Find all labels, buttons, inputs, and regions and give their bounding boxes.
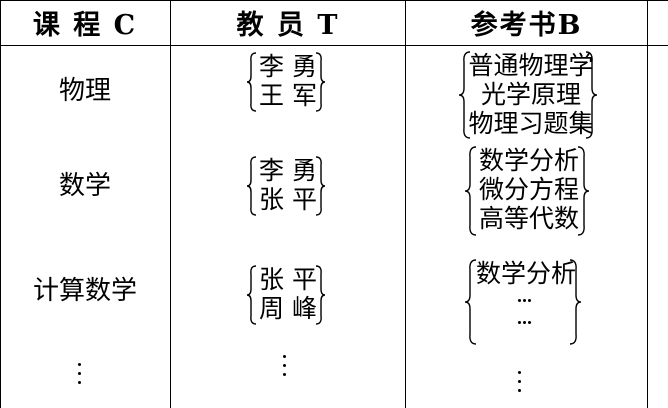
book-title: 普通物理学 <box>468 51 594 80</box>
teacher-name: 张 平 <box>259 265 317 294</box>
header-divider <box>0 45 668 46</box>
column-divider-2 <box>405 0 406 408</box>
brace-pair <box>464 146 590 236</box>
teacher-name: 李 勇 <box>259 156 317 185</box>
ellipsis-icon <box>514 312 534 332</box>
teacher-name: 王 军 <box>259 81 317 110</box>
book-title: 微分方程 <box>478 175 579 204</box>
table-border-right <box>647 0 648 408</box>
brace-pair <box>464 259 582 345</box>
table-border-top <box>0 0 668 1</box>
teacher-name: 张 平 <box>259 185 317 214</box>
ellipsis-icon <box>514 290 534 310</box>
vertical-ellipsis-icon <box>283 352 286 379</box>
brace-pair <box>246 265 326 325</box>
teacher-group: 张 平 周 峰 <box>246 264 328 326</box>
book-title: 高等代数 <box>478 204 579 233</box>
vertical-ellipsis-icon <box>78 360 81 387</box>
brace-pair <box>246 52 326 112</box>
teacher-group: 李 勇 张 平 <box>246 155 328 217</box>
vertical-ellipsis-icon <box>518 368 521 395</box>
teacher-name: 李 勇 <box>259 52 317 81</box>
brace-pair <box>458 51 598 139</box>
course-cell: 计算数学 <box>32 275 137 306</box>
course-cell: 物理 <box>58 75 111 106</box>
book-group: 数学分析 <box>464 258 586 346</box>
brace-pair <box>246 156 326 216</box>
header-teacher: 教 员 T <box>236 10 340 41</box>
book-group: 数学分析 微分方程 高等代数 <box>464 145 594 237</box>
book-title: 数学分析 <box>478 146 579 175</box>
table-border-left <box>0 0 1 408</box>
book-title: 物理习题集 <box>468 109 594 138</box>
header-book: 参考书B <box>470 10 583 41</box>
book-group: 普通物理学 光学原理 物理习题集 <box>458 50 600 140</box>
header-course: 课 程 C <box>32 10 138 41</box>
column-divider-1 <box>170 0 171 408</box>
book-title: 光学原理 <box>480 80 581 109</box>
teacher-group: 李 勇 王 军 <box>246 51 328 113</box>
book-title: 数学分析 <box>476 259 577 288</box>
course-cell: 数学 <box>58 170 111 201</box>
teacher-name: 周 峰 <box>259 294 317 323</box>
